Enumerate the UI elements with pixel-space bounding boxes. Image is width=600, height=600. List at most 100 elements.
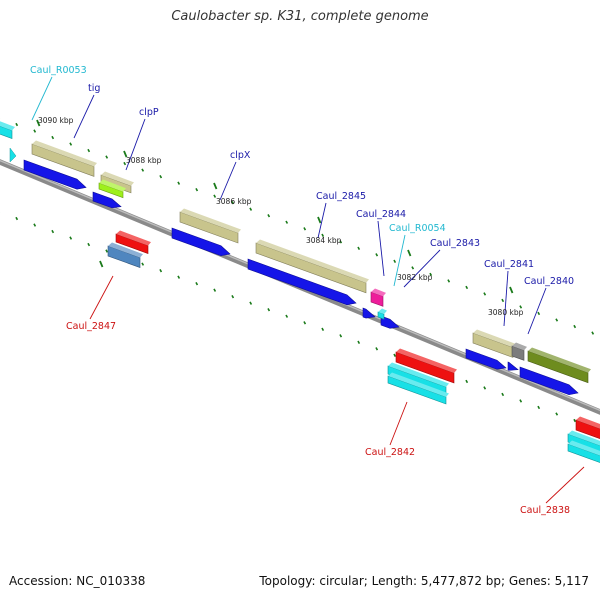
scale-label: 3088 kbp xyxy=(126,156,162,165)
feature-Caul_2841-cds xyxy=(465,348,507,370)
tick-mark xyxy=(105,249,109,253)
major-tick xyxy=(99,260,104,268)
feature-tig-cds xyxy=(23,159,87,190)
tick-mark xyxy=(195,281,199,286)
gene-label: Caul_2838 xyxy=(520,505,570,516)
major-tick xyxy=(407,249,412,257)
tick-mark xyxy=(15,122,19,127)
tick-mark xyxy=(447,279,451,283)
feature-Caul_R0054-top xyxy=(378,308,387,315)
tick-mark xyxy=(177,275,181,279)
tick-mark xyxy=(501,298,505,303)
tick-mark xyxy=(141,168,145,172)
scale-label: 3086 kbp xyxy=(216,197,252,206)
feature-clpP-cds xyxy=(92,191,122,209)
label-leader-lines xyxy=(31,76,585,504)
tick-mark xyxy=(15,216,19,221)
tick-mark xyxy=(483,292,487,296)
tick-mark xyxy=(375,347,379,351)
feature-left-arrow xyxy=(9,147,17,163)
tick-mark xyxy=(213,288,217,292)
feature-Caul_2838-cds-top xyxy=(576,416,600,429)
gene-labels: Caul_R0053tigclpPclpXCaul_2845Caul_2844C… xyxy=(30,65,574,516)
tick-mark xyxy=(195,187,199,192)
tick-mark xyxy=(375,253,379,257)
gene-label: Caul_2845 xyxy=(316,191,366,202)
major-tick xyxy=(123,150,128,158)
feature-Caul_2841-grey-top xyxy=(512,342,527,351)
tick-mark xyxy=(33,223,37,227)
tick-mark xyxy=(321,233,325,237)
map-title: Caulobacter sp. K31, complete genome xyxy=(171,9,429,24)
tick-mark xyxy=(285,220,289,224)
tick-mark xyxy=(537,311,541,316)
tick-marks xyxy=(0,118,595,429)
tick-mark xyxy=(141,262,145,266)
tick-mark xyxy=(483,386,487,390)
leader-line xyxy=(125,118,146,171)
feature-Caul_2840 xyxy=(527,350,589,384)
feature-Caul_2840-top xyxy=(528,347,591,373)
feature-Caul_2840-cds xyxy=(519,366,579,396)
gene-label: Caul_2841 xyxy=(484,259,534,270)
gene-label: Caul_R0053 xyxy=(30,65,87,76)
feature-Caul_2841-top xyxy=(473,329,516,348)
gene-label: Caul_2844 xyxy=(356,209,406,220)
tick-mark xyxy=(87,242,91,247)
tick-mark xyxy=(285,314,289,318)
tick-mark xyxy=(519,305,523,309)
tick-mark xyxy=(249,207,253,211)
feature-clpP-gene-top xyxy=(99,179,126,192)
feature-Caul_2842-cds xyxy=(395,351,455,384)
tick-mark xyxy=(393,259,397,264)
tick-mark xyxy=(177,181,181,185)
major-tick xyxy=(36,119,41,127)
tick-mark xyxy=(267,308,271,312)
tick-mark xyxy=(591,331,595,335)
gene-label: Caul_2843 xyxy=(430,238,480,249)
major-tick xyxy=(213,182,218,190)
footer-accession: Accession: NC_010338 xyxy=(9,574,146,588)
tick-mark xyxy=(411,266,415,270)
tick-mark xyxy=(69,142,73,146)
feature-clpP-top xyxy=(101,171,134,186)
feature-Caul_2847-top xyxy=(108,242,143,258)
feature-Caul_2845-cds xyxy=(247,258,357,306)
gene-label: Caul_2840 xyxy=(524,276,574,287)
tick-mark xyxy=(159,268,163,273)
tick-mark xyxy=(573,418,577,423)
feature-tig-top xyxy=(32,140,97,167)
gene-label: tig xyxy=(88,83,100,94)
feature-Caul_2838-b xyxy=(567,443,600,463)
leader-line xyxy=(503,270,509,327)
tick-mark xyxy=(69,236,73,240)
tick-mark xyxy=(393,353,397,358)
feature-Caul_2843-cds xyxy=(380,315,400,329)
feature-Caul_2841-small xyxy=(507,361,519,371)
feature-Caul_2844-top xyxy=(371,288,386,297)
tick-mark xyxy=(87,148,91,153)
tick-mark xyxy=(573,324,577,329)
feature-Caul_2847-cds-top xyxy=(116,230,151,246)
leader-line xyxy=(527,287,547,335)
tick-mark xyxy=(33,129,37,133)
feature-Caul_2842-cds-top xyxy=(396,348,457,373)
tick-mark xyxy=(519,399,523,403)
gene-label: clpX xyxy=(230,150,251,161)
feature-Caul_2845-top xyxy=(256,239,369,283)
leader-line xyxy=(219,161,237,201)
tick-mark xyxy=(357,246,361,250)
feature-clpX-top xyxy=(180,208,241,233)
feature-rna-left-top xyxy=(0,121,15,131)
feature-Caul_2842-b-top xyxy=(388,372,449,397)
footer-topology: Topology: circular; Length: 5,477,872 bp… xyxy=(259,574,589,588)
leader-line xyxy=(393,234,406,287)
feature-Caul_2844-cds xyxy=(362,307,376,319)
tick-mark xyxy=(537,405,541,410)
gene-label: Caul_R0054 xyxy=(389,223,446,234)
feature-Caul_2842-b xyxy=(387,375,447,405)
tick-mark xyxy=(249,301,253,305)
tick-mark xyxy=(465,379,469,384)
